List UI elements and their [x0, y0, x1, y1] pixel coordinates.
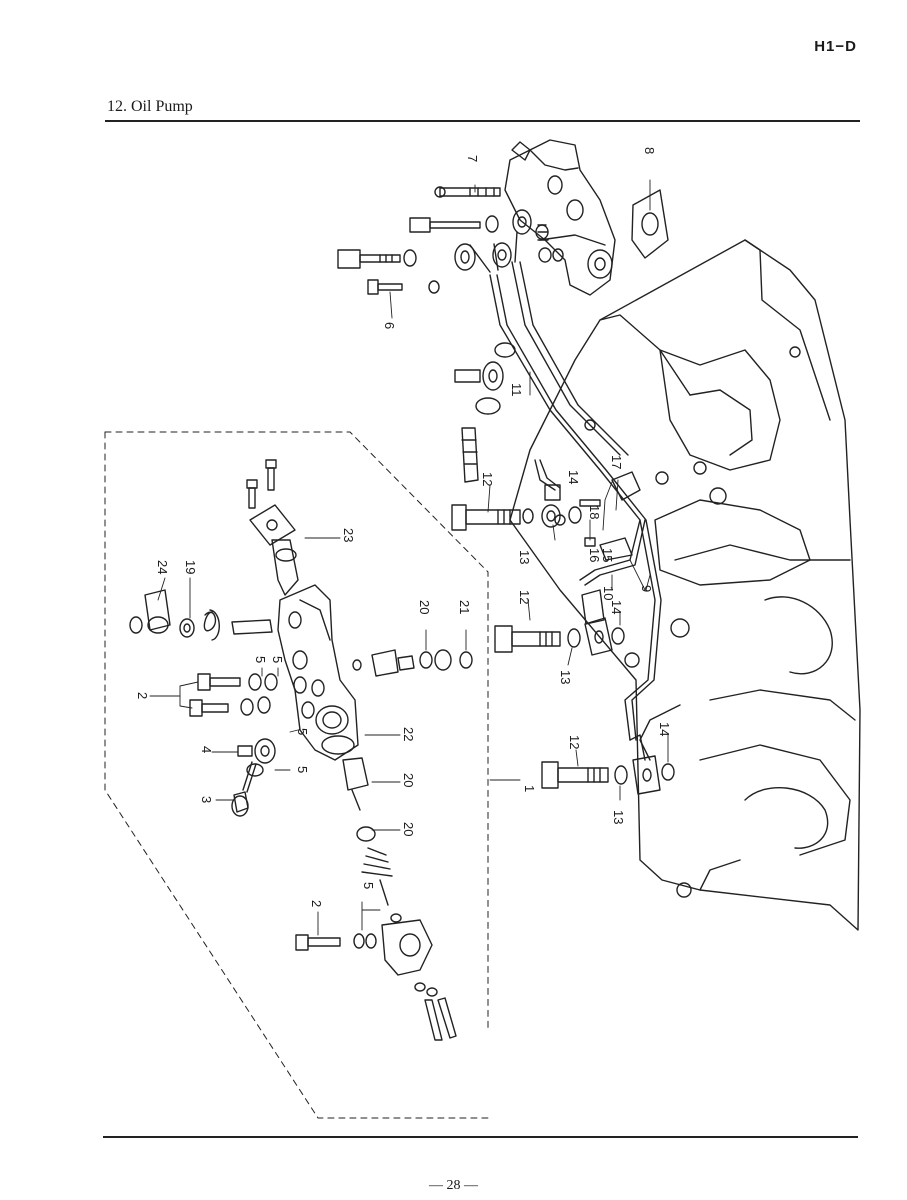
callout-19: 19: [183, 560, 198, 574]
callout-9: 9: [639, 585, 654, 592]
callout-14-a: 14: [566, 470, 581, 484]
callout-20-a: 20: [417, 600, 432, 614]
callout-21: 21: [457, 600, 472, 614]
upper-bolts: [337, 186, 501, 295]
inset-pump-parts: [129, 459, 473, 1041]
callout-5-a: 5: [253, 656, 268, 663]
callout-10: 10: [601, 586, 616, 600]
callout-12-b: 12: [517, 590, 532, 604]
page-code: H1−D: [814, 38, 857, 55]
callout-20-b: 20: [401, 773, 416, 787]
callout-15: 15: [600, 548, 615, 562]
top-rule: [105, 120, 860, 122]
callout-20-c: 20: [401, 822, 416, 836]
callout-2-left: 2: [135, 692, 150, 699]
callout-5-c: 5: [295, 728, 310, 735]
callout-23: 23: [341, 528, 356, 542]
callout-5-e: 5: [361, 882, 376, 889]
callout-16: 16: [587, 548, 602, 562]
callout-11: 11: [509, 383, 524, 397]
callout-7: 7: [465, 155, 480, 162]
line-fittings: [454, 209, 532, 273]
callout-13-a: 13: [517, 550, 532, 564]
banjo-fitting-11: [454, 342, 516, 483]
callout-3: 3: [199, 796, 214, 803]
inset-boundary: [104, 431, 489, 1119]
leader-lines: [149, 179, 669, 936]
callout-1: 1: [522, 785, 537, 792]
callout-12-a: 12: [480, 472, 495, 486]
bolt-row-1: [451, 471, 641, 561]
callout-6: 6: [382, 322, 397, 329]
bottom-rule: [103, 1136, 858, 1138]
callout-labels: 1 2 2 3 4 5 5 5 5 5 6 7 8 9 10 11 12 12 …: [135, 147, 672, 907]
pump-upper-assembly: [504, 139, 669, 296]
callout-5-d: 5: [295, 766, 310, 773]
callout-13-c: 13: [611, 810, 626, 824]
callout-5-b: 5: [270, 656, 285, 663]
callout-24: 24: [155, 560, 170, 574]
callout-4: 4: [199, 746, 214, 753]
callout-18: 18: [587, 505, 602, 519]
bolt-row-2: [494, 589, 625, 656]
section-title: 12. Oil Pump: [107, 98, 193, 115]
bolt-row-3: [541, 734, 675, 795]
callout-14-c: 14: [657, 722, 672, 736]
callout-14-b: 14: [609, 600, 624, 614]
callout-2-lower: 2: [309, 900, 324, 907]
callout-8: 8: [642, 147, 657, 154]
page-number: — 28 —: [429, 1178, 478, 1193]
crankcase-drawing: [509, 239, 861, 931]
callout-13-b: 13: [558, 670, 573, 684]
callout-17: 17: [609, 455, 624, 469]
callout-22: 22: [401, 727, 416, 741]
callout-12-c: 12: [567, 735, 582, 749]
